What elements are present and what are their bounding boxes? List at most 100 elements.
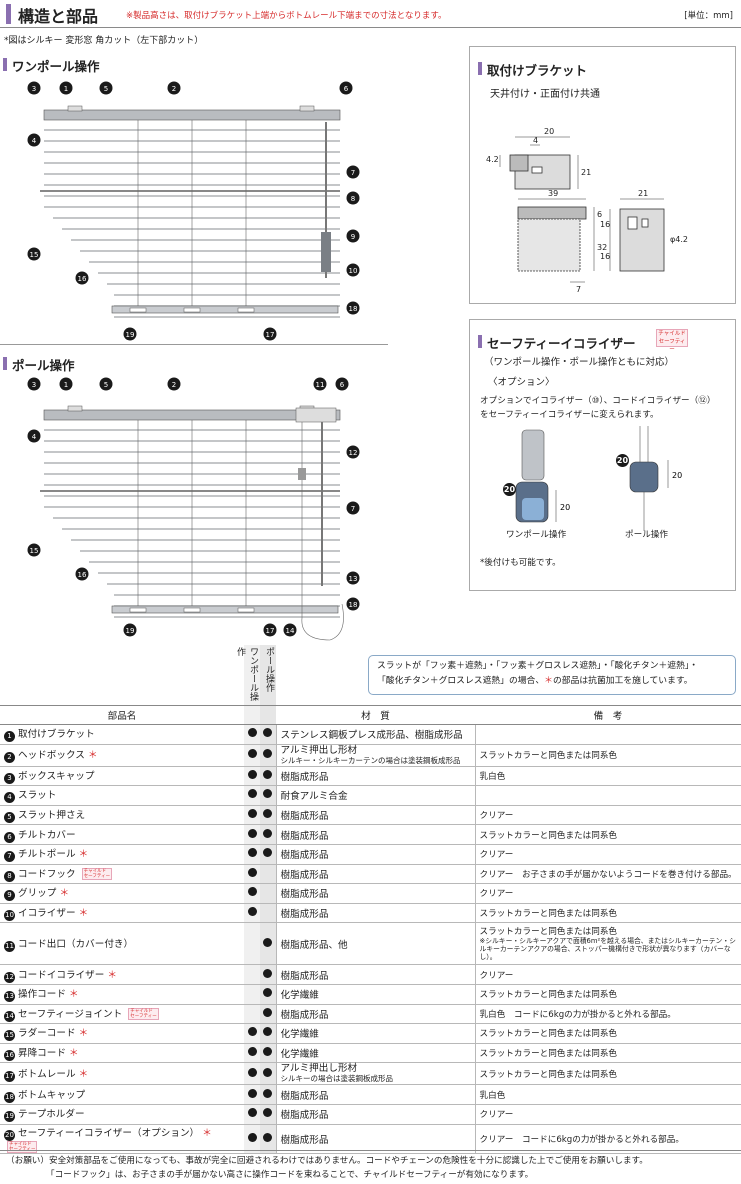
callout-badge: 16 — [75, 271, 89, 285]
material-note: シルキー・シルキーカーテンの場合は塗装鋼板成形品 — [280, 755, 461, 765]
page-header: 構造と部品 ※製品高さは、取付けブラケット上端からボトムレール下端までの寸法とな… — [0, 0, 741, 28]
safety-label-one-pole: ワンポール操作 — [506, 530, 567, 540]
remarks: クリアー コードに6kgの力が掛かると外れる部品。 — [479, 1134, 684, 1145]
callout-number: 8 — [351, 195, 355, 203]
part-number-badge: 2 — [4, 752, 15, 764]
head-box — [43, 109, 341, 121]
cord-exit — [295, 407, 337, 423]
material: 耐食アルミ合金 — [280, 791, 348, 803]
th-material: 材 質 — [276, 705, 475, 725]
part-name: 取付けブラケット — [18, 729, 95, 741]
safety-heading: セーフティーイコライザー — [478, 333, 636, 352]
remarks-note: ※シルキー・シルキーアクアで面積6m²を越える場合、またはシルキーカーテン・シル… — [479, 936, 736, 961]
material: 樹脂成形品 — [280, 771, 329, 783]
part-number-badge: 14 — [4, 1010, 15, 1022]
callout-number: 5 — [104, 381, 108, 389]
callout-badge: 7 — [346, 165, 360, 179]
callout-badge: 11 — [313, 377, 327, 391]
callout-number: 17 — [266, 331, 275, 339]
remarks: クリアー — [479, 1110, 514, 1121]
material: 樹脂成形品 — [280, 909, 329, 921]
part-number-badge: 8 — [4, 870, 15, 882]
footer-line1: （お願い）安全対策部品をご使用になっても、事故が完全に回避されるわけではありませ… — [6, 1156, 648, 1166]
callout-badge: 2 — [167, 81, 181, 95]
applies-dot — [247, 749, 257, 759]
bracket-mark — [67, 405, 83, 412]
part-number-badge: 12 — [4, 971, 15, 983]
callout-number: 16 — [78, 275, 87, 283]
dim-16-a: 16 — [600, 220, 610, 229]
part-name: セーフティージョイント — [18, 1008, 123, 1020]
part-name: グリップ — [18, 888, 57, 900]
part-name: コードイコライザー — [18, 969, 105, 981]
dim-21-b: 21 — [638, 189, 648, 198]
antibac-mark: ＊ — [107, 969, 117, 981]
diagram-note: *図はシルキー 変形窓 角カット（左下部カット） — [4, 36, 204, 46]
applies-dot — [247, 728, 257, 738]
callout-number: 6 — [344, 85, 349, 93]
applies-dot — [247, 1047, 257, 1057]
part-number-badge: 6 — [4, 831, 15, 843]
callout-number: 7 — [351, 169, 355, 177]
part-name: スラット押さえ — [18, 810, 86, 822]
part-name: 昇降コード — [18, 1048, 66, 1060]
applies-dot — [263, 789, 273, 799]
applies-dot — [247, 1027, 257, 1037]
tape-holder — [237, 607, 255, 613]
antibac-note: スラットが「フッ素＋遮熱」・「フッ素＋グロスレス遮熱」・「酸化チタン＋遮熱」・ … — [368, 655, 736, 695]
safety-line2: 〈オプション〉 — [488, 377, 555, 388]
applies-dot — [247, 887, 257, 897]
material-note: シルキーの場合は塗装鋼板成形品 — [280, 1074, 394, 1084]
tape-holder — [129, 307, 147, 313]
applies-dot — [247, 1108, 257, 1118]
part-number-badge: 9 — [4, 890, 15, 902]
material: アルミ押出し形材 — [280, 744, 358, 756]
material: 樹脂成形品 — [280, 1134, 329, 1146]
antibac-mark: ＊ — [78, 908, 89, 920]
bracket-subtitle: 天井付け・正面付け共通 — [490, 89, 600, 100]
applies-dot — [247, 907, 257, 917]
material: 樹脂成形品、他 — [280, 939, 348, 951]
remarks: 乳白色 コードに6kgの力が掛かると外れる部品。 — [479, 1009, 676, 1020]
callout-badge: 1 — [59, 81, 73, 95]
dim-20: 20 — [544, 127, 554, 136]
callout-badge: 3 — [27, 81, 41, 95]
safety-desc2: をセーフティーイコライザーに変えられます。 — [480, 410, 659, 420]
safety-dim-a: 20 — [560, 503, 570, 512]
cord-equalizer — [298, 468, 306, 480]
antibac-mark: ＊ — [78, 1068, 89, 1080]
applies-dot — [263, 1067, 273, 1077]
part-name: ボトムキャップ — [18, 1089, 86, 1101]
callout-badge: 19 — [123, 327, 137, 341]
callout-number: 12 — [349, 449, 358, 457]
footer-line2: 「コードフック」は、お子さまの手が届かない高さに操作コードを束ねることで、チャイ… — [46, 1170, 534, 1180]
part-name: イコライザー — [18, 908, 76, 920]
applies-dot — [247, 789, 257, 799]
callout-badge: 18 — [346, 301, 360, 315]
callout-number: 19 — [126, 331, 135, 339]
footer-note: （お願い）安全対策部品をご使用になっても、事故が完全に回避されるわけではありませ… — [0, 1150, 741, 1184]
part-number-badge: 18 — [4, 1091, 15, 1103]
callout-number: 4 — [32, 137, 37, 145]
safety-line1: （ワンポール操作・ポール操作ともに対応） — [484, 357, 675, 368]
callout-20-a: 20 — [503, 483, 516, 496]
antibac-mark: ＊ — [59, 888, 70, 900]
material: アルミ押出し形材 — [280, 1063, 358, 1075]
material: 樹脂成形品 — [280, 1110, 329, 1122]
dim-39: 39 — [548, 189, 558, 198]
callout-badge: 9 — [346, 229, 360, 243]
callout-number: 15 — [30, 251, 39, 259]
antibac-line2: 「酸化チタン＋グロスレス遮熱」の場合、＊の部品は抗菌加工を施しています。 — [377, 676, 693, 686]
applies-dot — [263, 968, 273, 978]
remarks: スラットカラーと同色または同系色 — [479, 990, 618, 1001]
material: 樹脂成形品 — [280, 1009, 329, 1021]
callout-number: 11 — [316, 381, 325, 389]
title-marker — [6, 4, 11, 24]
callout-number: 13 — [349, 575, 358, 583]
